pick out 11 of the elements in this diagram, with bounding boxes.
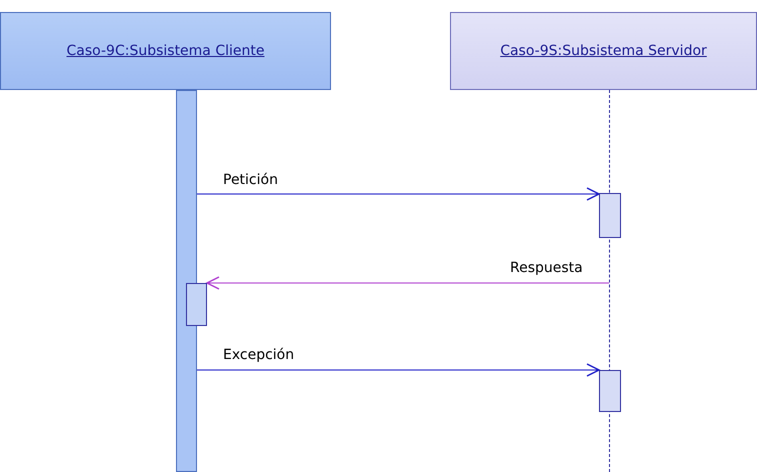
message-arrow xyxy=(206,276,610,290)
message-arrow xyxy=(196,187,600,201)
activation-bar xyxy=(176,90,197,472)
activation-box xyxy=(599,193,621,238)
message-arrow xyxy=(196,363,600,377)
object-name: Caso-9S:Subsistema Servidor xyxy=(500,43,707,59)
object-name: Caso-9C:Subsistema Cliente xyxy=(66,43,264,59)
activation-box xyxy=(599,370,621,412)
object-box xyxy=(450,12,757,90)
object-box xyxy=(0,12,331,90)
activation-box xyxy=(186,283,207,326)
